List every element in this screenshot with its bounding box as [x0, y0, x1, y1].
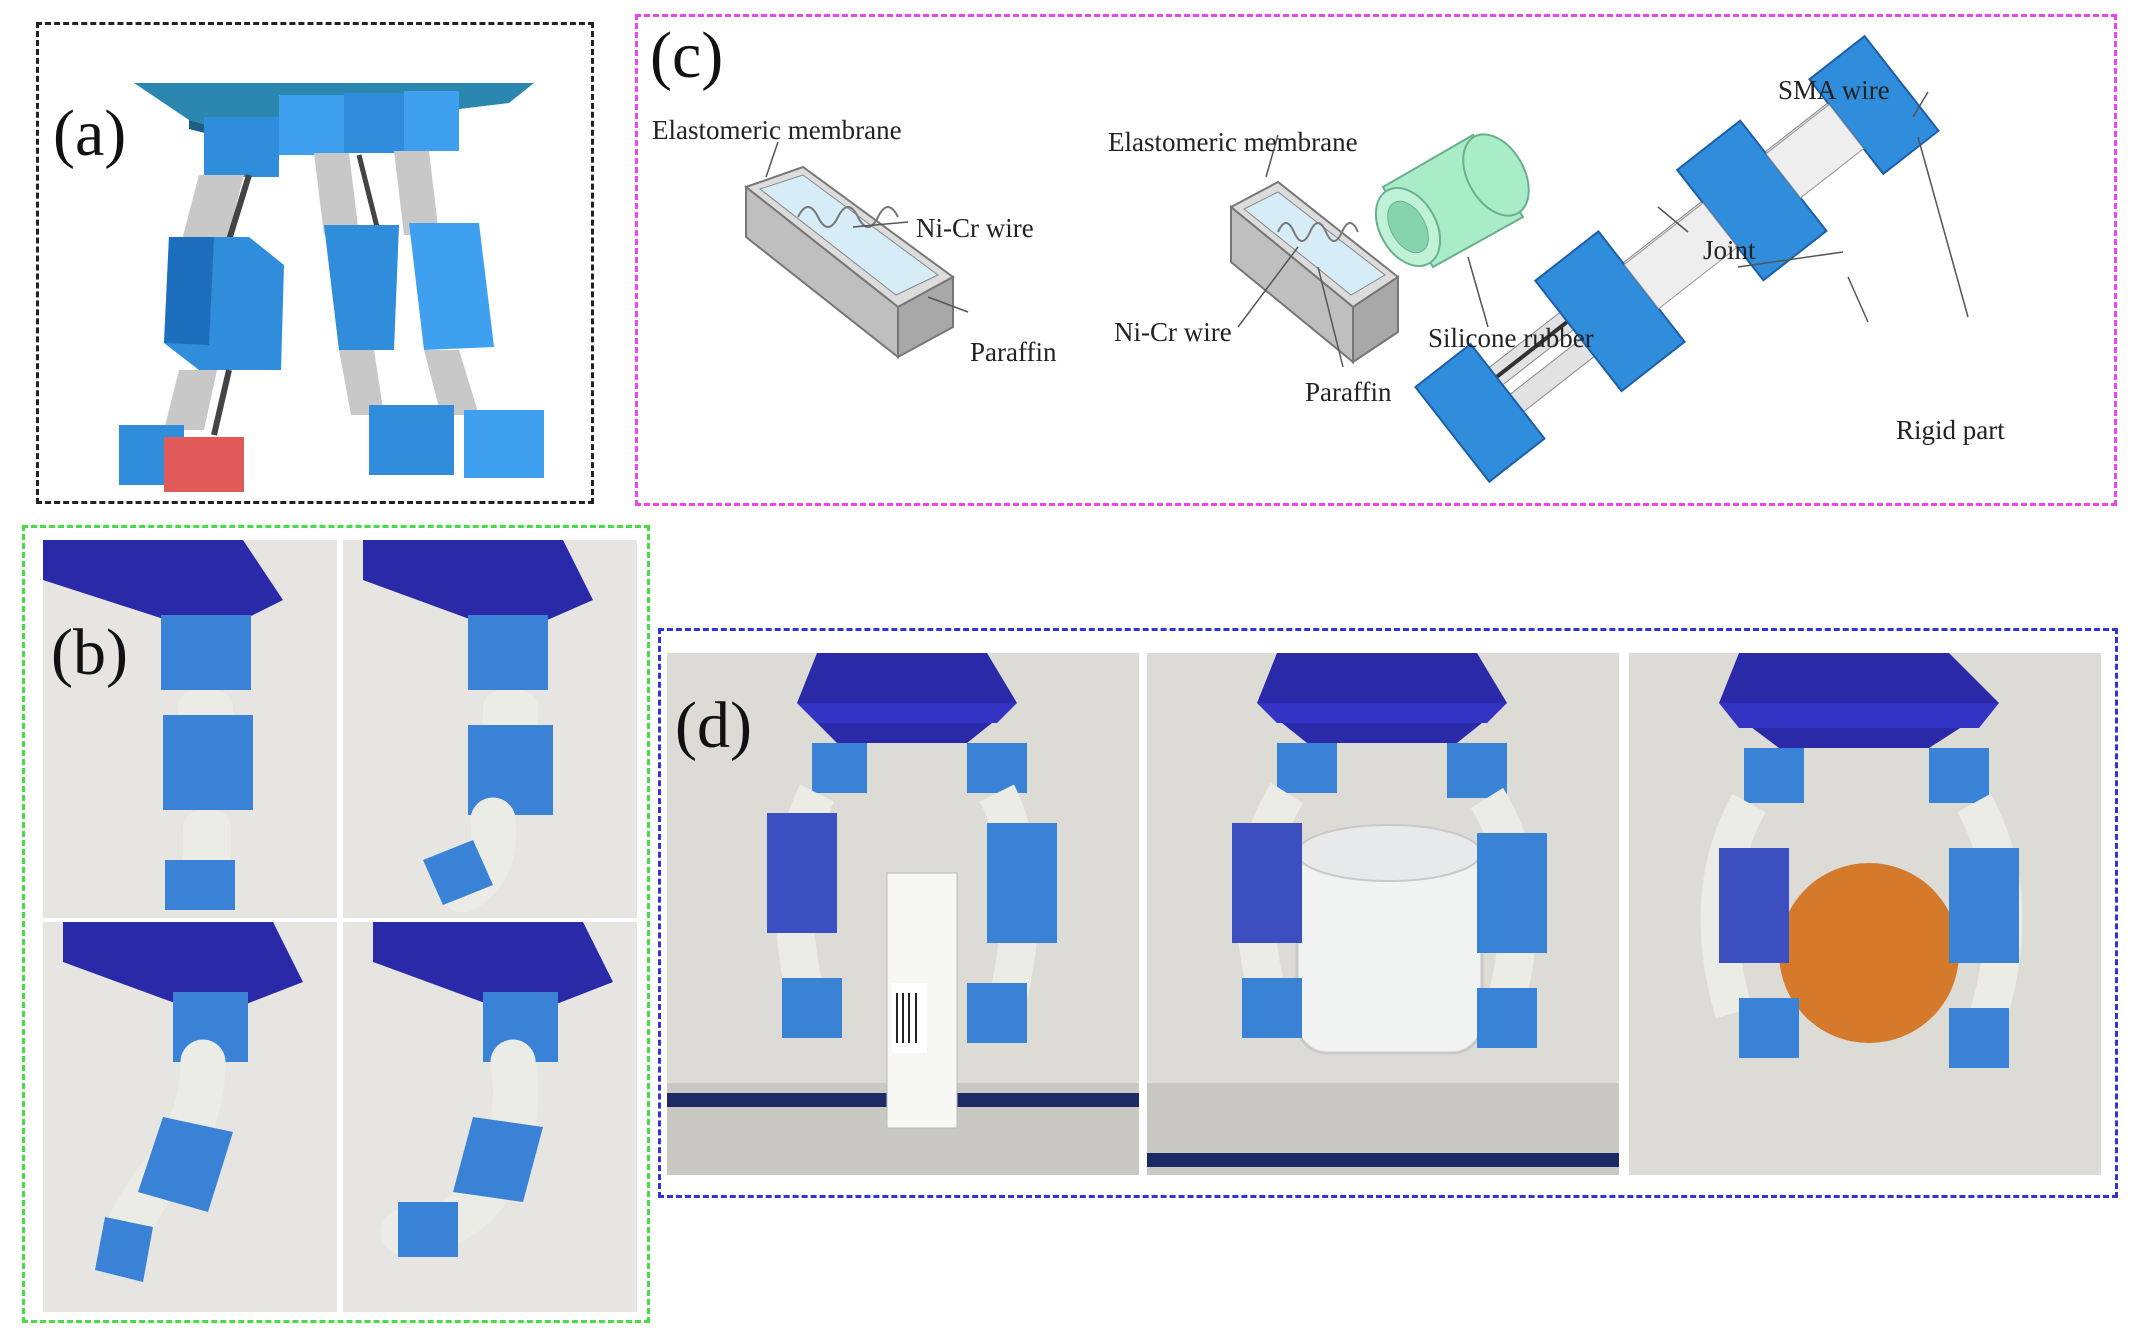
label-nicr-wire-1: Ni-Cr wire — [916, 213, 1034, 243]
panel-d: (d) — [658, 628, 2118, 1198]
panel-c-label: (c) — [650, 19, 724, 92]
label-elastomeric-membrane-1: Elastomeric membrane — [652, 115, 902, 145]
label-paraffin-2: Paraffin — [1305, 377, 1392, 407]
label-joint: Joint — [1703, 235, 1756, 265]
gripper-cad-illustration — [119, 83, 544, 492]
label-silicone-rubber: Silicone rubber — [1428, 323, 1594, 353]
photo-d-grasp-box — [667, 653, 1139, 1175]
photo-b-bend — [43, 922, 337, 1312]
label-nicr-wire-2: Ni-Cr wire — [1114, 317, 1232, 347]
label-elastomeric-membrane-2: Elastomeric membrane — [1108, 127, 1358, 157]
photo-d-grasp-orange — [1629, 653, 2101, 1175]
photo-b-straight — [43, 540, 337, 918]
panel-c: (c) — [635, 14, 2117, 506]
panel-b: (b) — [22, 525, 650, 1323]
photo-b-slight-bend — [343, 540, 637, 918]
actuator-diagrams — [743, 34, 1969, 484]
photo-d-grasp-cylinder — [1147, 653, 1619, 1175]
panel-d-label: (d) — [675, 689, 752, 762]
label-rigid-part: Rigid part — [1896, 415, 2005, 445]
panel-a: (a) — [36, 22, 594, 504]
panel-a-label: (a) — [53, 97, 127, 170]
photo-b-full-bend — [343, 922, 637, 1312]
panel-b-label: (b) — [51, 616, 128, 689]
label-sma-wire: SMA wire — [1778, 75, 1890, 105]
label-paraffin-1: Paraffin — [970, 337, 1057, 367]
